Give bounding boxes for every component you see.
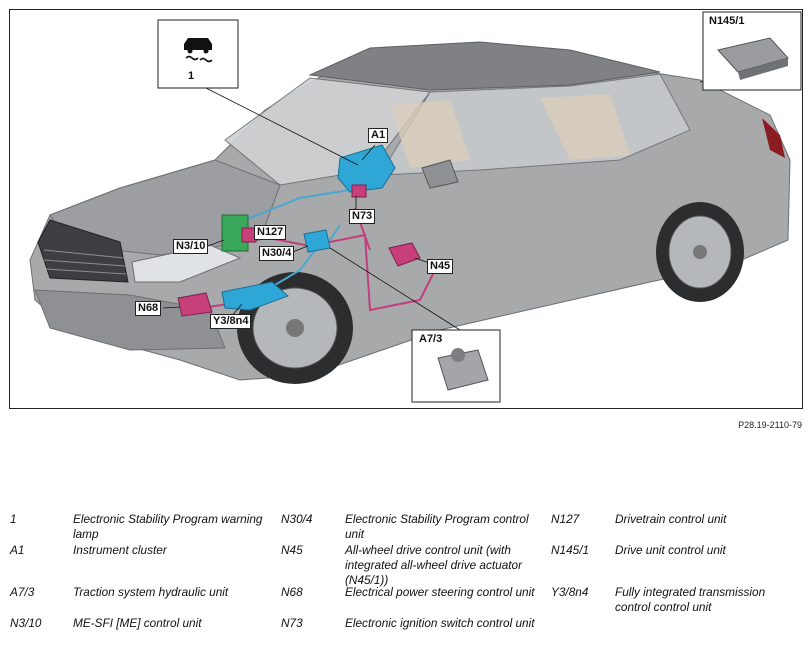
callout-n68: N68 xyxy=(135,301,162,316)
transmission-control-component xyxy=(221,281,289,311)
front-bumper xyxy=(34,289,226,351)
legend-desc: Drive unit control unit xyxy=(615,543,726,557)
callout-y3-8n4: Y3/8n4 xyxy=(210,314,252,329)
legend-desc: Electrical power steering control unit xyxy=(345,585,535,599)
warning-lamp-inset xyxy=(157,19,239,89)
callout-n45: N45 xyxy=(427,259,454,274)
legend-code: N3/10 xyxy=(10,616,42,630)
esp-warning-icon xyxy=(184,38,213,63)
legend-desc: ME-SFI [ME] control unit xyxy=(73,616,202,630)
awd-control-unit-component xyxy=(388,242,421,267)
legend-code: N127 xyxy=(551,512,580,526)
rear-wheel xyxy=(656,202,744,302)
esp-control-unit-component xyxy=(303,229,331,253)
legend-code: N68 xyxy=(281,585,303,599)
legend-code: Y3/8n4 xyxy=(551,585,589,599)
legend-code: A1 xyxy=(10,543,25,557)
power-steering-component xyxy=(177,292,213,317)
callout-n3-10: N3/10 xyxy=(173,239,209,254)
legend-desc: Electronic ignition switch control unit xyxy=(345,616,535,630)
n145-1-inset xyxy=(702,11,802,91)
legend-desc: Drivetrain control unit xyxy=(615,512,727,526)
callout-1: 1 xyxy=(188,70,195,82)
instrument-cluster-component xyxy=(337,144,396,193)
radiator-grille xyxy=(37,219,129,283)
callout-n30-4: N30/4 xyxy=(259,246,295,261)
side-mirror xyxy=(421,159,459,189)
legend-code: N45 xyxy=(281,543,303,557)
legend-code: N73 xyxy=(281,616,303,630)
callout-a7-3: A7/3 xyxy=(419,333,443,345)
legend-code: 1 xyxy=(10,512,17,526)
car-roof xyxy=(308,41,661,91)
vehicle-diagram: 1 A1 N73 N127 N3/10 N30/4 N45 N68 Y3/8n4… xyxy=(9,9,803,409)
legend-code: N30/4 xyxy=(281,512,313,526)
callout-a1: A1 xyxy=(368,128,389,143)
car-illustration xyxy=(29,11,802,403)
legend-desc: Fully integrated transmission control co… xyxy=(615,585,766,614)
ignition-switch-component xyxy=(351,184,367,198)
legend-desc: Instrument cluster xyxy=(73,543,167,557)
legend-code: N145/1 xyxy=(551,543,590,557)
legend-code: A7/3 xyxy=(10,585,35,599)
callout-n145-1: N145/1 xyxy=(709,15,745,27)
legend-desc: Traction system hydraulic unit xyxy=(73,585,229,599)
hydraulic-unit-image xyxy=(437,349,489,391)
legend-desc: All-wheel drive control unit (with integ… xyxy=(345,543,523,587)
interior-seats xyxy=(390,94,630,168)
a7-3-inset xyxy=(411,329,501,403)
legend-desc: Electronic Stability Program warning lam… xyxy=(73,512,263,541)
callout-n73: N73 xyxy=(349,209,376,224)
figure-reference: P28.19-2110-79 xyxy=(738,420,802,430)
callout-n127: N127 xyxy=(254,225,287,240)
legend-desc: Electronic Stability Program control uni… xyxy=(345,512,529,541)
tail-light xyxy=(762,118,785,158)
